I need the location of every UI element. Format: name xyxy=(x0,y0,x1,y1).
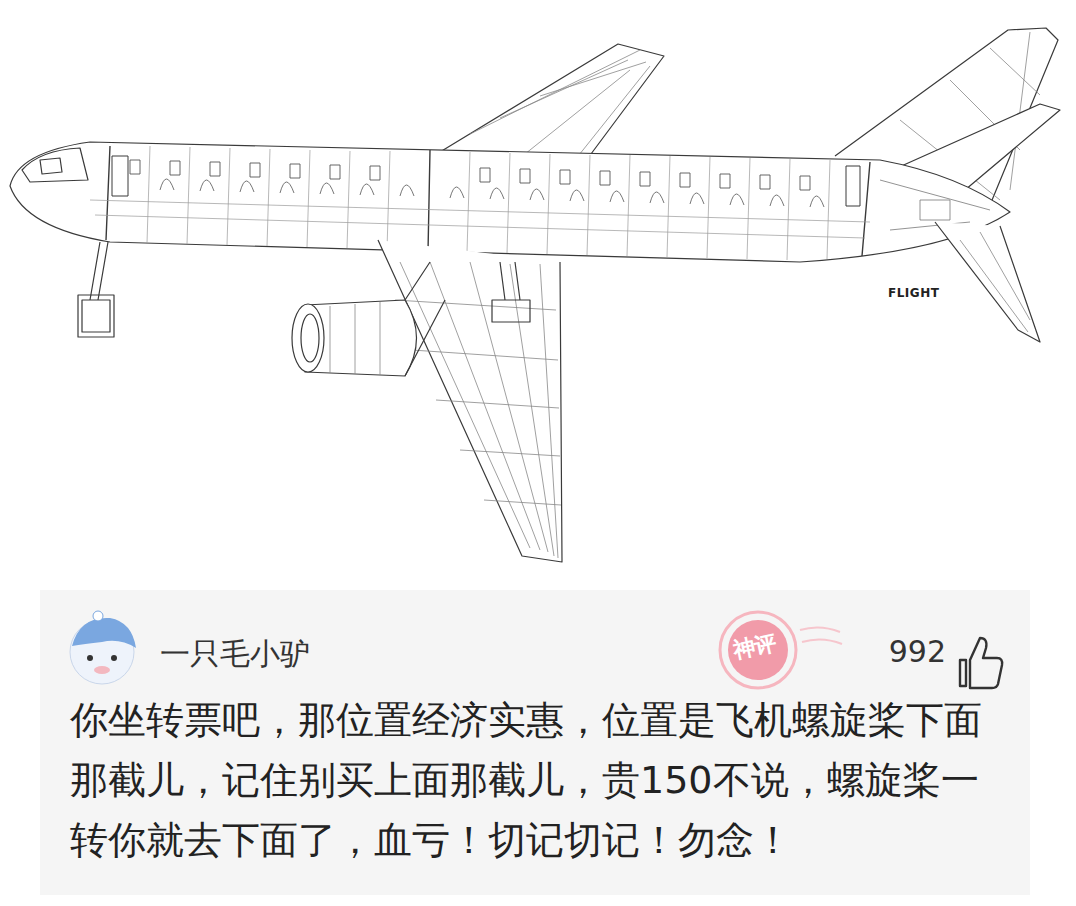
like-count: 992 xyxy=(889,634,946,669)
comment-text: 你坐转票吧，那位置经济实惠，位置是飞机螺旋桨下面那截儿，记住别买上面那截儿，贵1… xyxy=(70,690,986,870)
comment-card: 一只毛小驴 992 你坐转票吧，那位置经济实惠，位置是飞机螺旋桨下面那截儿，记住别买… xyxy=(40,590,1030,895)
publisher-mark: FLIGHT xyxy=(888,286,939,300)
user-name: 一只毛小驴 xyxy=(160,634,310,675)
